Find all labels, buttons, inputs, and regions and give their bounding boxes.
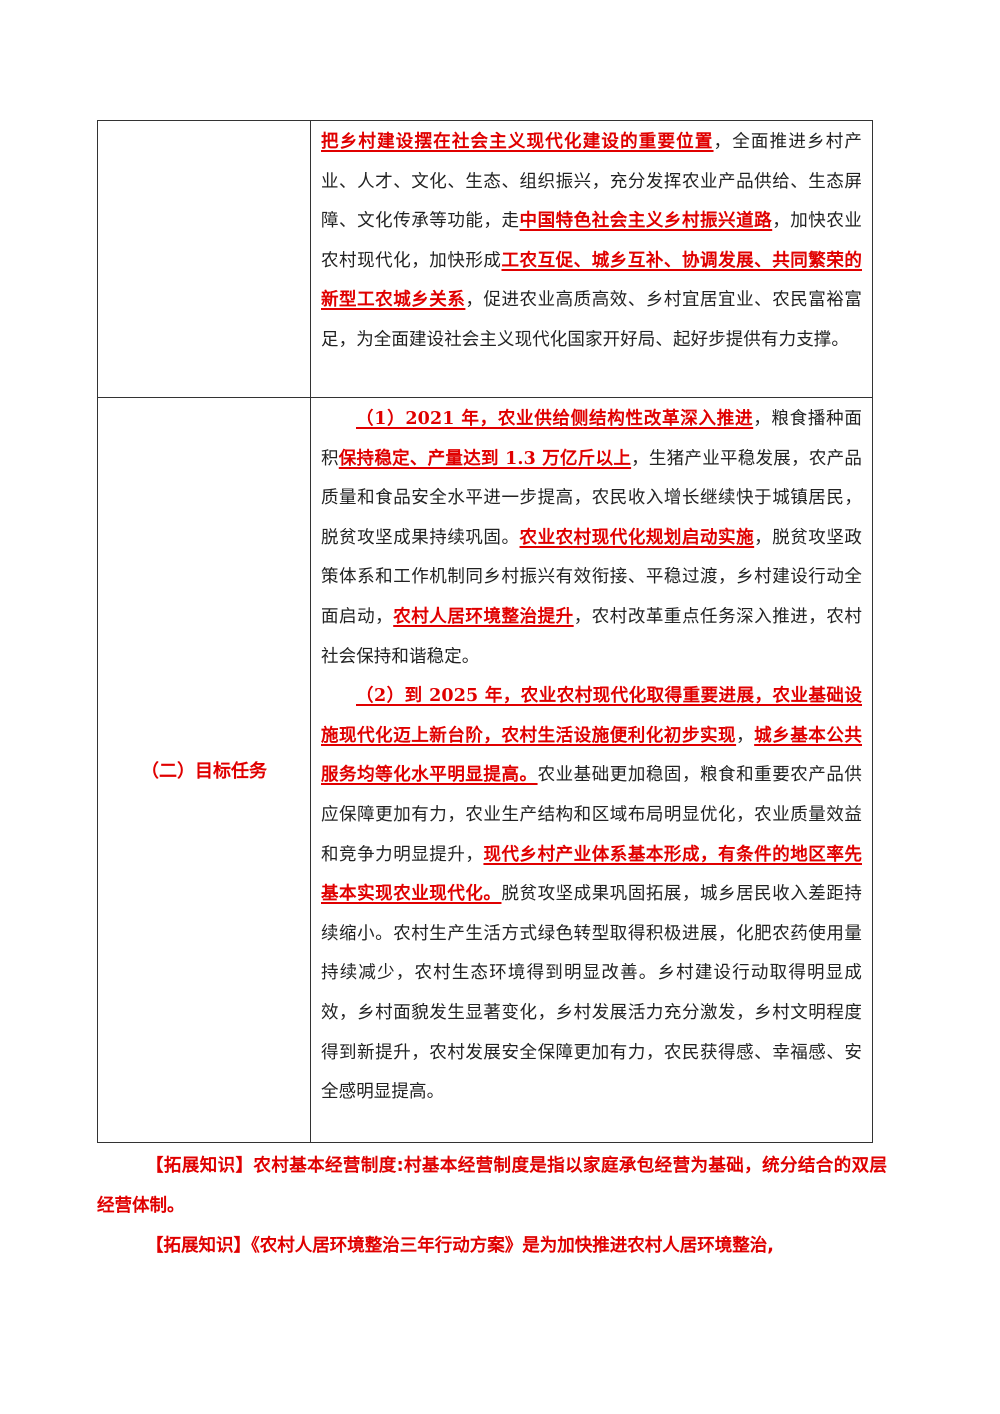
note-2: 【拓展知识】《农村人居环境整治三年行动方案》是为加快推进农村人居环境整治, xyxy=(146,1236,774,1256)
emphasis-text: 把乡村建设摆在社会主义现代化建设的重要位置 xyxy=(321,132,714,152)
emphasis-text: 城乡基本公共服务均等化水平明显提高。 xyxy=(321,725,862,786)
row1-paragraph: 把乡村建设摆在社会主义现代化建设的重要位置，全面推进乡村产业、人才、文化、生态、… xyxy=(321,123,862,361)
body-text: ，加快农业农村现代化，加快形成 xyxy=(321,211,862,271)
emphasis-text: 现代乡村产业体系基本形成，有条件的地区率先基本实现农业现代化。 xyxy=(321,844,862,905)
row1-content-cell: 把乡村建设摆在社会主义现代化建设的重要位置，全面推进乡村产业、人才、文化、生态、… xyxy=(310,120,873,398)
emphasis-text: （2）到 2025 年，农业农村现代化取得重要进展，农业基础设施现代化迈上新台阶… xyxy=(321,686,862,746)
body-text: ， xyxy=(736,725,755,746)
body-text: ，脱贫攻坚政策体系和工作机制同乡村振兴有效衔接、平稳过渡，乡村建设行动全面启动， xyxy=(321,527,862,627)
body-text: ，全面推进乡村产业、人才、文化、生态、组织振兴，充分发挥农业产品供给、生态屏障、… xyxy=(321,132,862,232)
emphasis-text: 农业农村现代化规划启动实施 xyxy=(519,527,755,548)
body-text: 农业基础更加稳固，粮食和重要农产品供应保障更加有力，农业生产结构和区域布局明显优… xyxy=(321,765,862,865)
emphasis-text: 工农互促、城乡互补、协调发展、共同繁荣的新型工农城乡关系 xyxy=(321,250,862,311)
goal-2025-paragraph: （2）到 2025 年，农业农村现代化取得重要进展，农业基础设施现代化迈上新台阶… xyxy=(321,677,862,1113)
body-text: ，粮食播种面积 xyxy=(321,409,862,469)
table-row: （二）目标任务 （1）2021 年，农业供给侧结构性改革深入推进，粮食播种面积保… xyxy=(97,397,873,1143)
row1-label-cell xyxy=(97,120,311,398)
emphasis-text: 保持稳定、产量达到 1.3 万亿斤以上 xyxy=(338,448,632,469)
extended-knowledge-notes: 【拓展知识】农村基本经营制度:村基本经营制度是指以家庭承包经营为基础，统分结合的… xyxy=(97,1146,887,1266)
body-text: ，生猪产业平稳发展，农产品质量和食品安全水平进一步提高，农民收入增长继续快于城镇… xyxy=(321,448,862,548)
body-text: ，促进农业高质高效、乡村宜居宜业、农民富裕富足，为全面建设社会主义现代化国家开好… xyxy=(321,290,862,350)
row2-label-cell: （二）目标任务 xyxy=(97,397,311,1143)
emphasis-text: 中国特色社会主义乡村振兴道路 xyxy=(519,211,773,232)
emphasis-text: （1）2021 年，农业供给侧结构性改革深入推进 xyxy=(356,409,754,429)
body-text: ，农村改革重点任务深入推进，农村社会保持和谐稳定。 xyxy=(321,606,863,667)
note-1: 【拓展知识】农村基本经营制度:村基本经营制度是指以家庭承包经营为基础，统分结合的… xyxy=(97,1156,887,1216)
content-table: 把乡村建设摆在社会主义现代化建设的重要位置，全面推进乡村产业、人才、文化、生态、… xyxy=(97,120,873,1143)
row2-content-cell: （1）2021 年，农业供给侧结构性改革深入推进，粮食播种面积保持稳定、产量达到… xyxy=(310,397,873,1143)
emphasis-text: 农村人居环境整治提升 xyxy=(393,606,574,627)
goal-2021-paragraph: （1）2021 年，农业供给侧结构性改革深入推进，粮食播种面积保持稳定、产量达到… xyxy=(321,400,862,677)
section-title-goals: （二）目标任务 xyxy=(141,761,267,782)
body-text: 脱贫攻坚成果巩固拓展，城乡居民收入差距持续缩小。农村生产生活方式绿色转型取得积极… xyxy=(321,884,862,1103)
table-row: 把乡村建设摆在社会主义现代化建设的重要位置，全面推进乡村产业、人才、文化、生态、… xyxy=(97,120,873,398)
